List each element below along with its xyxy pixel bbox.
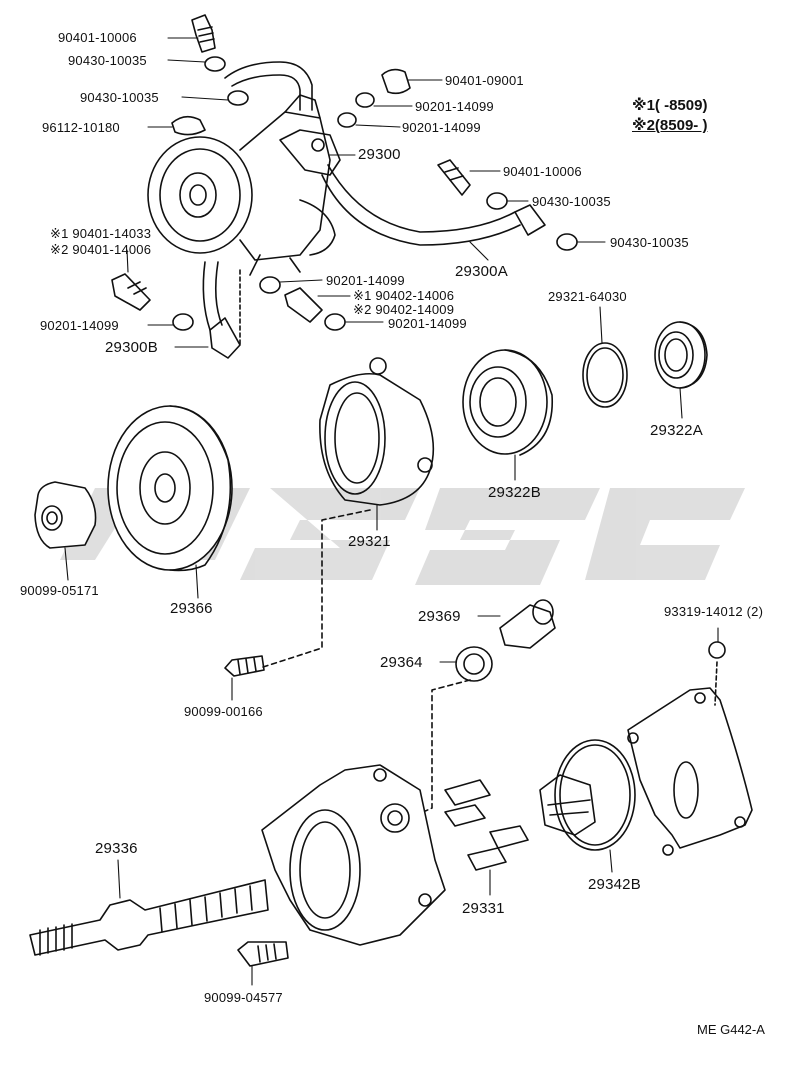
front-housing-29321 bbox=[319, 357, 435, 506]
shaft-29336 bbox=[29, 879, 269, 956]
oil-seal-29322a bbox=[654, 321, 708, 389]
union-bolt-top bbox=[191, 14, 216, 53]
label-90201-14099-c: 90201-14099 bbox=[326, 273, 405, 288]
hose-29300b bbox=[202, 261, 223, 331]
footer-code: ME G442-A bbox=[697, 1022, 765, 1037]
union-bolt-center bbox=[284, 287, 323, 323]
gasket-d bbox=[337, 112, 357, 128]
label-29366: 29366 bbox=[170, 600, 213, 617]
label-90430-10035-c: 90430-10035 bbox=[532, 194, 611, 209]
label-93319-14012: 93319-14012 (2) bbox=[664, 604, 764, 619]
label-alt2-90402-14009: ※2 90402-14009 bbox=[353, 302, 455, 317]
rear-plate bbox=[627, 687, 753, 856]
label-29322b: 29322B bbox=[488, 484, 541, 501]
label-alt1-90401-14033: ※1 90401-14033 bbox=[50, 226, 152, 241]
label-96112-10180: 96112-10180 bbox=[42, 120, 120, 135]
pump-housing bbox=[261, 764, 446, 946]
label-90430-10035-a: 90430-10035 bbox=[68, 53, 147, 68]
label-90401-10006-a: 90401-10006 bbox=[58, 30, 137, 45]
label-alt2-90401-14006: ※2 90401-14006 bbox=[50, 242, 152, 257]
gasket-29342b bbox=[554, 739, 636, 851]
label-29342b: 29342B bbox=[588, 876, 641, 893]
label-29364: 29364 bbox=[380, 654, 423, 671]
hose-29300a bbox=[321, 164, 521, 246]
gasket-g bbox=[172, 313, 194, 331]
bearing-29322b bbox=[462, 349, 553, 456]
label-90430-10035-b: 90430-10035 bbox=[80, 90, 159, 105]
label-29321-64030: 29321-64030 bbox=[548, 289, 627, 304]
label-90099-04577: 90099-04577 bbox=[204, 990, 283, 1005]
label-29300a: 29300A bbox=[455, 263, 508, 280]
label-90201-14099-d: 90201-14099 bbox=[388, 316, 467, 331]
label-29322a: 29322A bbox=[650, 422, 703, 439]
power-steering-pump bbox=[147, 94, 341, 276]
label-29300: 29300 bbox=[358, 146, 401, 163]
gasket-e bbox=[486, 192, 508, 210]
label-alt1-90402-14006: ※1 90402-14006 bbox=[353, 288, 455, 303]
label-29369: 29369 bbox=[418, 608, 461, 625]
label-90099-00166: 90099-00166 bbox=[184, 704, 263, 719]
bolt-90099-00166 bbox=[224, 655, 265, 677]
gasket-h bbox=[259, 276, 281, 294]
leader-lines bbox=[64, 37, 719, 986]
stud-marker bbox=[708, 641, 726, 659]
legend-line-1: ※1( -8509) bbox=[632, 97, 708, 114]
snap-ring bbox=[582, 342, 628, 408]
gasket-c bbox=[355, 92, 375, 108]
label-29321: 29321 bbox=[348, 533, 391, 550]
union-bolt-right bbox=[381, 68, 411, 95]
label-90430-10035-d: 90430-10035 bbox=[610, 235, 689, 250]
gasket-i bbox=[324, 313, 346, 331]
gasket-a bbox=[204, 56, 226, 72]
pulley-29366 bbox=[107, 405, 233, 572]
label-90401-09001: 90401-09001 bbox=[445, 73, 524, 88]
rotor bbox=[539, 774, 596, 836]
label-90201-14099-a: 90201-14099 bbox=[415, 99, 494, 114]
seal-29364 bbox=[455, 646, 493, 682]
label-90201-14099-b: 90201-14099 bbox=[402, 120, 481, 135]
fitting-29369 bbox=[499, 599, 556, 649]
label-90401-10006-b: 90401-10006 bbox=[503, 164, 582, 179]
clamp bbox=[171, 115, 206, 136]
union-bolt-left bbox=[111, 273, 151, 311]
gasket-f bbox=[556, 233, 578, 251]
label-29300b: 29300B bbox=[105, 339, 158, 356]
label-29331: 29331 bbox=[462, 900, 505, 917]
bolt-90099-04577 bbox=[237, 941, 289, 967]
gasket-b bbox=[227, 90, 249, 106]
label-90099-05171: 90099-05171 bbox=[20, 583, 99, 598]
legend-line-2-text: ※2(8509- ) bbox=[632, 117, 708, 134]
legend-line-2: ※2(8509- ) bbox=[632, 116, 707, 136]
return-pipe-top bbox=[224, 61, 313, 111]
label-29336: 29336 bbox=[95, 840, 138, 857]
nut-90099-05171 bbox=[34, 481, 97, 549]
union-bolt-mid bbox=[437, 159, 471, 196]
label-90201-14099-e: 90201-14099 bbox=[40, 318, 119, 333]
vanes-29331 bbox=[444, 779, 529, 871]
